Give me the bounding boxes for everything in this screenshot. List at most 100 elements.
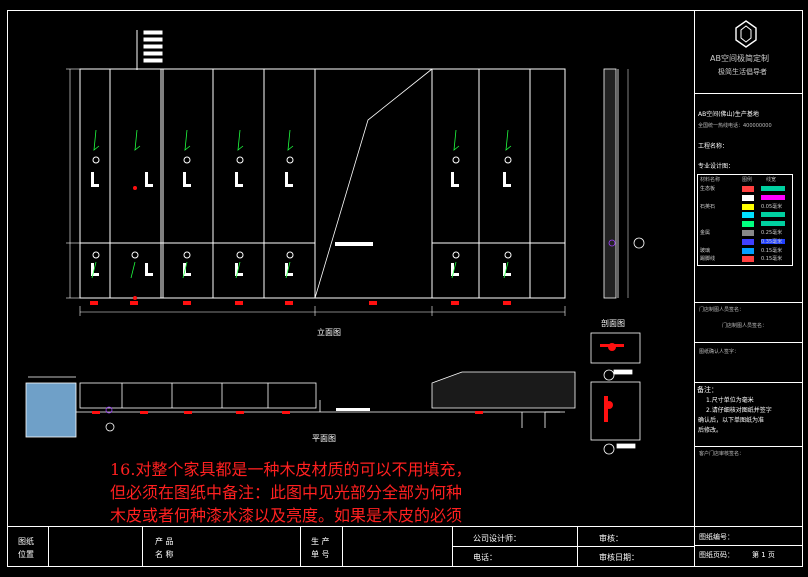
legend-line-weight: 0.35毫米: [761, 238, 783, 245]
product-name-2: 名 称: [155, 550, 174, 559]
review-label: 审核：: [599, 534, 623, 543]
bottom-bar-div-3: [300, 526, 301, 567]
bottom-bar: [7, 526, 694, 567]
legend-header-weight: 线宽: [766, 177, 777, 183]
product-name-1: 产 品: [155, 537, 174, 546]
legend-swatch: [742, 247, 754, 254]
phone-label: 电话：: [473, 553, 497, 562]
legend-row: 金属 0.25毫米: [698, 229, 793, 237]
legend-swatch: [742, 186, 754, 192]
designer-label: 公司设计师：: [473, 534, 521, 543]
elevation-tag: [136, 30, 163, 70]
legend-line-sample: [761, 186, 785, 191]
elevation-view: [66, 68, 566, 316]
title-block: [694, 10, 803, 567]
door-hardware: [92, 156, 512, 259]
section-red-details: [600, 343, 624, 422]
bottom-bar-div-2: [142, 526, 143, 567]
annotation-note: 16.对整个家具都是一种木皮材质的可以不用填充， 但必须在图纸中备注：此图中见光…: [110, 458, 500, 524]
legend-material-name: 玻璃: [700, 247, 711, 254]
remark-2: 2.请仔细核对图纸并签字: [706, 407, 772, 414]
order-no-2: 单 号: [311, 550, 330, 559]
legend-line-weight: 0.25毫米: [761, 230, 783, 236]
title-block-divider-4: [694, 382, 803, 383]
legend-line-weight: 0.05毫米: [761, 203, 783, 210]
legend-swatch: [742, 230, 754, 236]
project-label: 工程名称：: [698, 143, 729, 150]
remark-4: 后修改。: [698, 427, 723, 434]
legend-table: [697, 174, 793, 266]
green-leaders: [91, 129, 512, 279]
section-details: [590, 332, 641, 455]
note-line-2: 但必须在图纸中备注：此图中见光部分全部为何种: [110, 483, 463, 502]
legend-swatch: [742, 203, 754, 210]
company-name: AB空间(佛山)生产基地: [698, 111, 759, 118]
company-sub: 全国统一热线电话：400000000: [698, 123, 772, 129]
plan-red-markers: [92, 411, 483, 414]
material-label: 专业设计图：: [698, 163, 735, 170]
legend-swatch: [742, 238, 754, 245]
legend-material-name: 金属: [700, 230, 711, 236]
plan-bar: [336, 408, 370, 411]
legend-row: 石英石 0.05毫米: [698, 203, 793, 211]
title-block-divider-1: [694, 93, 803, 94]
drawing-pos-1: 图纸: [18, 537, 34, 546]
legend-line-sample: [761, 238, 785, 244]
legend-material-name: 生态板: [700, 186, 716, 192]
logo-sub: 极简生活倡导者: [718, 68, 767, 76]
note-line-3: 木皮或者何种漆水漆以及亮度。如果是木皮的必须: [110, 506, 463, 524]
title-block-divider-5: [694, 446, 803, 447]
plan-view: [25, 371, 576, 438]
remark-1: 1.尺寸单位为毫米: [706, 397, 754, 404]
remarks-title: 备注：: [697, 386, 718, 394]
remark-3: 确认后，以下单图纸为准: [698, 417, 765, 424]
legend-swatch: [742, 194, 754, 201]
legend-row: [698, 194, 793, 202]
store-review: 客户门店审核签名：: [699, 451, 745, 457]
legend-line-sample: [761, 212, 785, 218]
bottom-bar-div-1: [48, 526, 49, 567]
shelf-bar: [335, 242, 373, 246]
elevation-red-markers: [90, 186, 511, 305]
signoff-2: 门店制图人员签名：: [722, 323, 768, 329]
legend-row: 生态板: [698, 185, 793, 193]
logo-icon: [735, 20, 757, 48]
order-no-1: 生 产: [311, 537, 330, 546]
signoff-3: 图纸确认人签字：: [699, 349, 740, 355]
drawing-pos-2: 位置: [18, 550, 34, 559]
legend-line-sample: [761, 221, 785, 227]
legend-row: [698, 211, 793, 219]
legend-line-weight: 0.15毫米: [761, 247, 783, 254]
legend-header-name: 材料名称: [700, 177, 721, 183]
bottom-bar-hline: [452, 546, 694, 547]
note-line-1: 16.对整个家具都是一种木皮材质的可以不用填充，: [110, 460, 472, 479]
page-label: 图纸页码：: [699, 551, 734, 559]
section-view: [603, 68, 645, 299]
legend-header-symbol: 图例: [742, 177, 753, 183]
elevation-label: 立面图: [317, 328, 341, 337]
title-block-divider-2: [694, 302, 803, 303]
drawing-no-label: 图纸编号：: [699, 533, 734, 541]
hinge-marks: [91, 172, 511, 276]
signoff-1: 门店制图人员签名：: [699, 307, 745, 313]
logo-name: AB空间极简定制: [710, 54, 769, 63]
review-date-label: 审核日期：: [599, 553, 639, 562]
legend-swatch: [742, 256, 754, 263]
legend-row: 玻璃 0.15毫米: [698, 247, 793, 255]
title-block-divider-6: [694, 526, 803, 527]
plan-label: 平面图: [312, 434, 336, 443]
legend-row: [698, 220, 793, 228]
legend-material-name: 石英石: [700, 203, 716, 210]
legend-swatch: [742, 212, 754, 219]
section-label: 剖面图: [601, 319, 625, 328]
legend-row: 0.35毫米: [698, 238, 793, 246]
title-block-divider-7: [694, 545, 803, 546]
legend-line-weight: 0.15毫米: [761, 256, 783, 263]
legend-swatch: [742, 221, 754, 228]
page-value: 第 1 页: [752, 551, 775, 559]
bottom-bar-div-4: [342, 526, 343, 567]
legend-line-sample: [761, 194, 785, 200]
title-block-divider-3: [694, 342, 803, 343]
